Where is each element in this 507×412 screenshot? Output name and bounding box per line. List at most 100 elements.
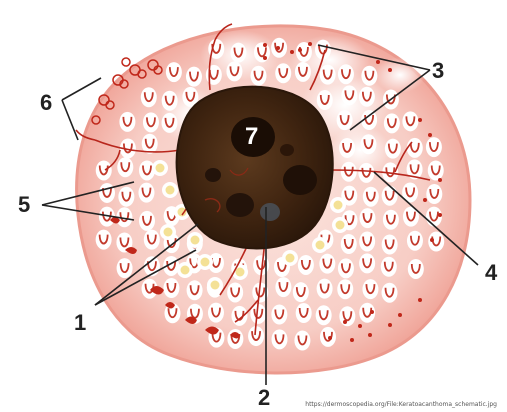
follicle-opening [186, 67, 202, 87]
follicle-opening [359, 208, 375, 228]
follicle-opening [320, 65, 336, 85]
follicle-opening [295, 62, 311, 82]
follicle-opening [272, 329, 288, 349]
yellow-center-circle [312, 237, 328, 253]
follicle-opening [382, 186, 398, 206]
red-dot [290, 50, 294, 54]
follicle-opening [226, 61, 242, 81]
yellow-center-circle [207, 277, 223, 293]
follicle-opening [408, 259, 424, 279]
follicle-opening [316, 305, 332, 325]
red-dot [298, 48, 302, 52]
follicle-opening [402, 111, 418, 131]
follicle-opening [141, 87, 157, 107]
follicle-opening [142, 134, 158, 154]
yellow-center-circle [162, 182, 178, 198]
label-3: 3 [432, 58, 444, 83]
red-dot [350, 338, 354, 342]
follicle-opening [339, 138, 355, 158]
follicle-opening [337, 279, 353, 299]
red-dot [423, 198, 427, 202]
follicle-opening [275, 277, 291, 297]
label-5: 5 [18, 192, 30, 217]
follicle-opening [162, 91, 178, 111]
central-keratin-crater [177, 87, 333, 249]
red-dot [418, 118, 422, 122]
label-4: 4 [485, 260, 498, 285]
follicle-opening [96, 160, 112, 180]
red-dot [388, 323, 392, 327]
follicle-opening [360, 134, 376, 154]
follicle-opening [359, 87, 375, 107]
follicle-opening [428, 232, 444, 252]
follicle-opening [362, 279, 378, 299]
follicle-opening [117, 258, 133, 278]
follicle-opening [341, 234, 357, 254]
follicle-opening [119, 112, 135, 132]
follicle-opening [359, 253, 375, 273]
follicle-opening [320, 327, 336, 347]
red-dot [430, 238, 434, 242]
follicle-opening [407, 138, 423, 158]
follicle-opening [298, 255, 314, 275]
follicle-opening [96, 230, 112, 250]
follicle-opening [338, 64, 354, 84]
follicle-opening [294, 331, 310, 351]
red-dot [263, 56, 267, 60]
yellow-center-circle [152, 160, 168, 176]
follicle-opening [317, 279, 333, 299]
follicle-opening [338, 258, 354, 278]
red-dot [328, 336, 332, 340]
red-dot [388, 68, 392, 72]
yellow-center-circle [187, 232, 203, 248]
follicle-opening [296, 303, 312, 323]
follicle-opening [166, 62, 182, 82]
follicle-opening [381, 257, 397, 277]
yellow-center-circle [330, 197, 346, 213]
red-dot [418, 298, 422, 302]
red-dot [343, 320, 347, 324]
follicle-opening [382, 235, 398, 255]
follicle-opening [230, 43, 246, 63]
label-6: 6 [40, 90, 52, 115]
red-dot [308, 42, 312, 46]
red-dot [376, 60, 380, 64]
follicle-opening [275, 63, 291, 83]
follicle-opening [426, 184, 442, 204]
follicle-opening [363, 187, 379, 207]
follicle-opening [317, 90, 333, 110]
yellow-center-circle [332, 217, 348, 233]
red-dot [370, 310, 374, 314]
follicle-opening [143, 112, 159, 132]
red-dot [358, 324, 362, 328]
follicle-opening [251, 66, 267, 86]
follicle-opening [382, 283, 398, 303]
follicle-opening [384, 113, 400, 133]
label-7: 7 [245, 123, 258, 150]
yellow-center-circle [282, 250, 298, 266]
yellow-center-circle [177, 262, 193, 278]
follicle-opening [227, 282, 243, 302]
follicle-opening [271, 305, 287, 325]
follicle-opening [341, 162, 357, 182]
follicle-opening [139, 211, 155, 231]
follicle-opening [208, 303, 224, 323]
follicle-opening [138, 183, 154, 203]
follicle-opening [339, 306, 355, 326]
follicle-opening [359, 232, 375, 252]
follicle-opening [162, 113, 178, 133]
label-2: 2 [258, 385, 270, 410]
yellow-center-circle [197, 254, 213, 270]
follicle-opening [428, 160, 444, 180]
label-1: 1 [74, 310, 86, 335]
red-dot [398, 313, 402, 317]
follicle-opening [231, 306, 247, 326]
red-dot [368, 333, 372, 337]
follicle-opening [206, 65, 222, 85]
follicle-opening [187, 280, 203, 300]
follicle-opening [227, 329, 243, 349]
follicle-opening [361, 66, 377, 86]
follicle-opening [407, 231, 423, 251]
image-credit: https://dermoscopedia.org/File:Keratoaca… [305, 401, 497, 408]
red-dot [438, 213, 442, 217]
